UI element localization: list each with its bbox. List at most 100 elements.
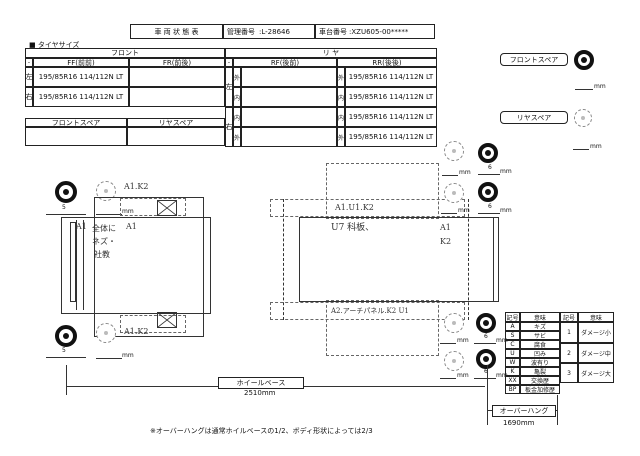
rr-inner-2-label: 内 xyxy=(337,107,345,127)
cab-note-side-a: A1 xyxy=(76,222,87,231)
front-left-unit: mm xyxy=(122,208,134,215)
damage-meaning: ダメージ中 xyxy=(578,343,614,363)
rear-left-inner-depth-line-2 xyxy=(441,213,457,214)
management-number-label: 管理番号 xyxy=(227,27,255,36)
cab-note-side-2: ネズ・ xyxy=(92,237,116,246)
front-left-depth: 5 xyxy=(62,204,66,211)
bed-note-mid: U7 科板、 xyxy=(331,223,375,233)
legend-code: S xyxy=(505,331,520,340)
damage-code: 3 xyxy=(560,363,578,383)
rear-depth-4: 6 xyxy=(484,368,488,375)
spare-panel-front-label: フロントスペア xyxy=(500,53,568,66)
rear-left-tire-1-icon xyxy=(478,143,498,163)
fr-header: FR(前後) xyxy=(129,58,225,67)
rear-right-tire-2-icon xyxy=(476,349,496,369)
rear-depth-1: 6 xyxy=(488,164,492,171)
rear-right-inner-unit-1: mm xyxy=(457,337,469,344)
legend-code: BP xyxy=(505,385,520,394)
bed-top-outline xyxy=(326,163,439,219)
rear-left-inner-depth-line-1 xyxy=(442,175,458,176)
front-left-inner-depth-line xyxy=(96,214,122,215)
legend-meaning: 板金加修歴 xyxy=(520,385,560,394)
cab-note-side-4: A1 xyxy=(126,222,137,231)
rr-inner-1-label: 内 xyxy=(337,87,345,107)
wheelbase-left-tick xyxy=(66,365,67,395)
chassis-number-box: 車台番号 :XZU605-00***** xyxy=(315,24,435,39)
rear-unit-3: mm xyxy=(496,337,508,344)
front-spare-depth-line xyxy=(575,89,593,90)
wheelbase-value: 2510mm xyxy=(244,389,276,397)
legend-code: C xyxy=(505,340,520,349)
rear-right-inner-depth-line-1 xyxy=(440,343,456,344)
rear-right-inner-depth-line-2 xyxy=(440,378,456,379)
rf-inner-1-label: 内 xyxy=(233,87,241,107)
legend-meaning: 波有り xyxy=(520,358,560,367)
legend-meaning: 亀裂 xyxy=(520,367,560,376)
ff-header: FF(前前) xyxy=(33,58,129,67)
damage-code: 1 xyxy=(560,322,578,343)
rear-spare-value xyxy=(127,127,225,146)
front-right-depth: 5 xyxy=(62,347,66,354)
overhang-footnote: ※オーバーハングは通常ホイルベースの1/2、ボディ形状によっては2/3 xyxy=(150,427,373,435)
fr-left-size xyxy=(129,67,225,87)
rear-right-side-label: 右 xyxy=(225,107,233,147)
rear-dash-col: - xyxy=(225,58,233,67)
bed-bottom-outline xyxy=(326,300,439,356)
chassis-number-value: :XZU605-00***** xyxy=(349,27,409,36)
front-right-wheel-well xyxy=(157,312,177,328)
rear-unit-1: mm xyxy=(500,168,512,175)
ff-right-size: 195/85R16 114/112N LT xyxy=(33,87,129,107)
bed-inner-top xyxy=(270,199,465,217)
rear-depth-line-1 xyxy=(478,174,500,175)
front-right-unit: mm xyxy=(122,352,134,359)
rr-outer-2-value: 195/85R16 114/112N LT xyxy=(345,127,437,147)
bed-body xyxy=(299,217,499,302)
legend-header-meaning: 意味 xyxy=(520,312,560,322)
bed-frame-left xyxy=(283,199,284,320)
rear-left-tire-2-icon xyxy=(478,182,498,202)
rear-unit-4: mm xyxy=(496,372,508,379)
fr-right-size xyxy=(129,87,225,107)
rf-inner-2-value xyxy=(241,107,337,127)
legend-meaning: 腐食 xyxy=(520,340,560,349)
bed-note-side2: K2 xyxy=(440,237,452,246)
front-right-side-label: 右 xyxy=(25,87,33,107)
overhang-right-tick xyxy=(557,395,558,425)
rear-depth-line-2 xyxy=(478,213,500,214)
bed-note-top: A1.U1.K2 xyxy=(335,203,374,212)
management-number-box: 管理番号 :L-28646 xyxy=(223,24,315,39)
overhang-left-tick xyxy=(487,365,488,425)
tailgate xyxy=(493,217,499,302)
legend-code: W xyxy=(505,358,520,367)
rear-depth-2: 6 xyxy=(488,203,492,210)
front-left-side-label: 左 xyxy=(25,67,33,87)
rf-outer-2-label: 外 xyxy=(233,127,241,147)
chassis-number-label: 車台番号 xyxy=(319,27,347,36)
damage-meaning: ダメージ大 xyxy=(578,363,614,383)
rear-depth-line-4 xyxy=(474,378,496,379)
cab-bumper-top xyxy=(120,198,186,216)
cab-side-line-1 xyxy=(76,220,77,310)
rear-left-inner-unit-2: mm xyxy=(458,207,470,214)
front-header: フロント xyxy=(25,48,225,58)
front-right-inner-tire-icon xyxy=(96,323,116,343)
rr-inner-1-value: 195/85R16 114/112N LT xyxy=(345,87,437,107)
bed-inner-bottom xyxy=(270,302,465,320)
rear-left-inner-tire-1-icon xyxy=(444,141,464,161)
wheelbase-label: ホイールベース xyxy=(218,377,304,389)
front-spare-tire-icon xyxy=(574,50,594,70)
legend-header-code: 記号 xyxy=(505,312,520,322)
front-right-inner-depth-line xyxy=(96,358,122,359)
damage-header-meaning: 意味 xyxy=(578,312,614,322)
rear-spare-unit: mm xyxy=(590,143,602,150)
cab-body xyxy=(94,197,204,337)
rear-right-inner-unit-2: mm xyxy=(457,372,469,379)
overhang-value: 1690mm xyxy=(503,419,535,427)
legend-code: U xyxy=(505,349,520,358)
rf-outer-2-value xyxy=(241,127,337,147)
rr-outer-1-label: 外 xyxy=(337,67,345,87)
cab-outline xyxy=(61,217,211,314)
header-title: 車 両 状 態 表 xyxy=(130,24,223,39)
rear-spare-header: リヤスペア xyxy=(127,118,225,127)
damage-header-code: 記号 xyxy=(560,312,578,322)
